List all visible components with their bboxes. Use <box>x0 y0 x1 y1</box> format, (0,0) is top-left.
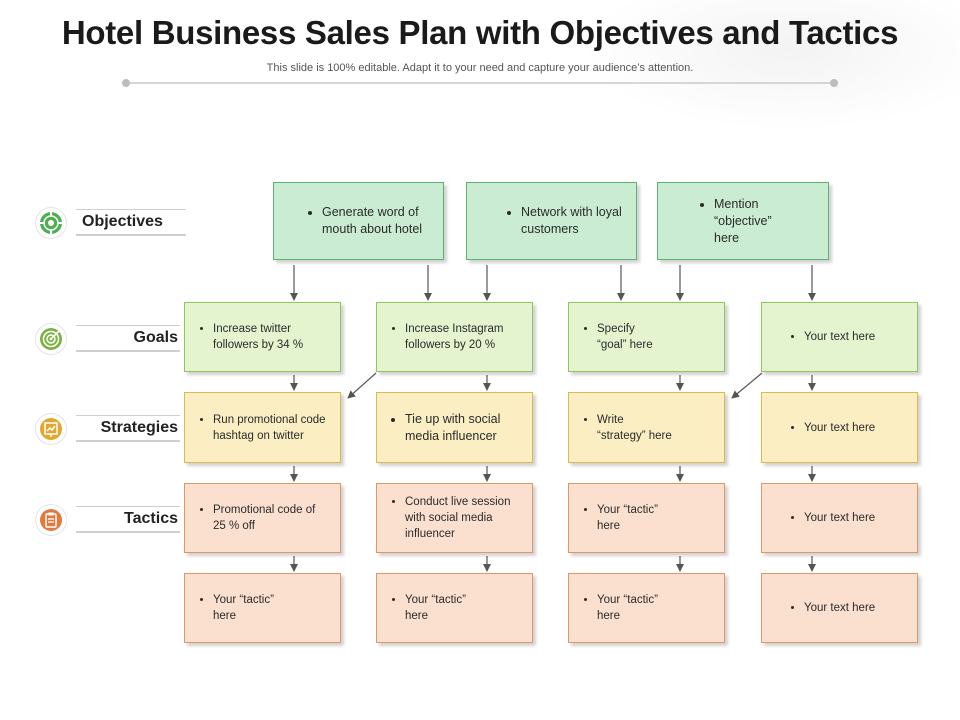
objective-box: Network with loyal customers <box>466 182 637 260</box>
tactic-box: Your “tactic” here <box>184 573 341 643</box>
row-label-objectives: Objectives <box>36 207 186 241</box>
row-label-text: Tactics <box>76 506 180 533</box>
row-label-tactics: Tactics <box>36 504 181 538</box>
tactic-text: Your “tactic” here <box>405 592 472 624</box>
tactic-text: Your “tactic” here <box>597 592 664 624</box>
row-label-goals: Goals <box>36 323 181 357</box>
strategy-box: Write “strategy” here <box>568 392 725 463</box>
strategy-text: Tie up with social media influencer <box>405 411 522 445</box>
tactic-box: Promotional code of 25 % off <box>184 483 341 553</box>
tactic-box: Conduct live session with social media i… <box>376 483 533 553</box>
goal-text: Specify “goal” here <box>597 321 664 353</box>
target-icon <box>36 208 66 238</box>
objective-text: Mention “objective” here <box>714 196 798 247</box>
strategy-box: Run promotional code hashtag on twitter <box>184 392 341 463</box>
strategy-box: Tie up with social media influencer <box>376 392 533 463</box>
row-label-text: Objectives <box>76 209 186 236</box>
tactic-text: Promotional code of 25 % off <box>213 502 320 534</box>
clipboard-icon <box>36 505 66 535</box>
row-label-strategies: Strategies <box>36 413 181 447</box>
strategy-box: Your text here <box>761 392 918 463</box>
objective-text: Generate word of mouth about hotel <box>322 204 433 238</box>
tactic-text: Conduct live session with social media i… <box>405 494 522 542</box>
tactic-box: Your text here <box>761 573 918 643</box>
tactic-text: Your text here <box>804 600 875 616</box>
goal-box: Increase Instagram followers by 20 % <box>376 302 533 372</box>
bullseye-icon <box>36 324 66 354</box>
strategy-board-icon <box>36 414 66 444</box>
divider-dot-right <box>830 79 838 87</box>
page-title: Hotel Business Sales Plan with Objective… <box>61 14 899 51</box>
strategy-text: Run promotional code hashtag on twitter <box>213 412 330 444</box>
goal-box: Increase twitter followers by 34 % <box>184 302 341 372</box>
tactic-box: Your “tactic” here <box>568 573 725 643</box>
tactic-text: Your “tactic” here <box>597 502 664 534</box>
strategy-text: Write “strategy” here <box>597 412 674 444</box>
goal-text: Increase twitter followers by 34 % <box>213 321 330 353</box>
strategy-text: Your text here <box>804 420 875 436</box>
tactic-text: Your text here <box>804 510 875 526</box>
goal-box: Your text here <box>761 302 918 372</box>
tactic-box: Your text here <box>761 483 918 553</box>
tactic-text: Your “tactic” here <box>213 592 290 624</box>
goal-box: Specify “goal” here <box>568 302 725 372</box>
title-divider <box>126 82 834 84</box>
row-label-text: Strategies <box>76 415 180 442</box>
divider-dot-left <box>122 79 130 87</box>
page-subtitle: This slide is 100% editable. Adapt it to… <box>266 62 694 74</box>
goal-text: Your text here <box>804 329 875 345</box>
tactic-box: Your “tactic” here <box>376 573 533 643</box>
objective-box: Mention “objective” here <box>657 182 829 260</box>
row-label-text: Goals <box>76 325 180 352</box>
tactic-box: Your “tactic” here <box>568 483 725 553</box>
goal-text: Increase Instagram followers by 20 % <box>405 321 514 353</box>
objective-text: Network with loyal customers <box>521 204 626 238</box>
objective-box: Generate word of mouth about hotel <box>273 182 444 260</box>
